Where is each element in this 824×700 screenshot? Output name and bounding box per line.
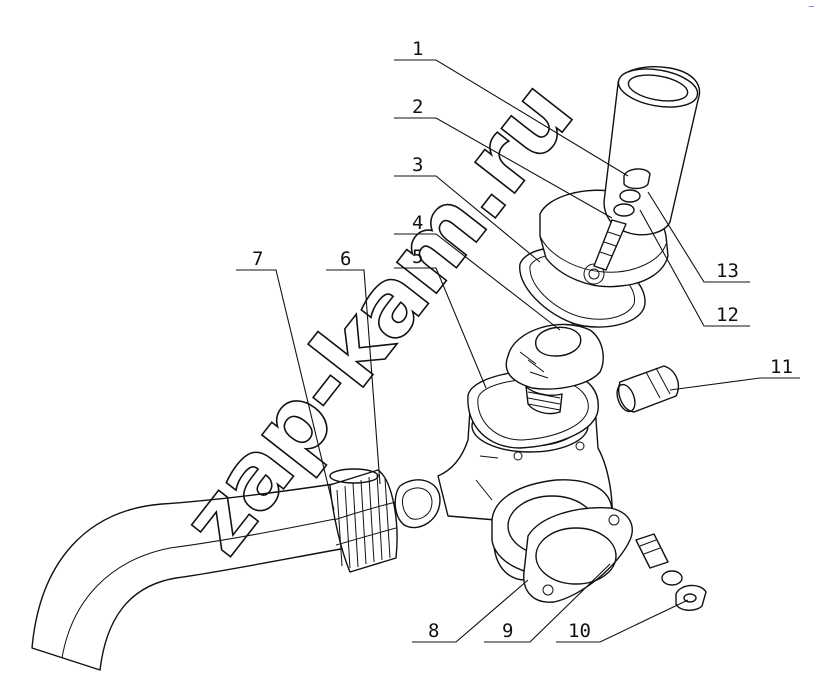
callouts: 1 2 3 4 5 6 7 8 9 10 11 12 13	[252, 38, 793, 642]
corner-mark: ~	[808, 2, 815, 11]
outlet-cover-2	[539, 66, 701, 288]
long-hose	[31, 483, 347, 671]
leader-lines	[236, 59, 800, 643]
callout-13: 13	[716, 260, 739, 282]
callout-6: 6	[340, 248, 351, 270]
callout-11: 11	[770, 356, 793, 378]
stud-nut-10	[635, 533, 707, 611]
callout-9: 9	[502, 620, 513, 642]
flange-gasket-9	[523, 507, 633, 603]
callout-2: 2	[412, 96, 423, 118]
callout-12: 12	[716, 304, 739, 326]
hose-clamp-6	[329, 468, 398, 573]
bolt-assembly-1	[593, 168, 651, 271]
cap-11	[616, 365, 680, 413]
callout-5: 5	[412, 246, 423, 268]
seal-ring	[394, 479, 441, 529]
callout-8: 8	[428, 620, 439, 642]
callout-3: 3	[412, 154, 423, 176]
callout-10: 10	[568, 620, 591, 642]
callout-7: 7	[252, 248, 263, 270]
callout-1: 1	[412, 38, 423, 60]
callout-4: 4	[412, 212, 423, 234]
thermostat-4	[505, 315, 604, 415]
